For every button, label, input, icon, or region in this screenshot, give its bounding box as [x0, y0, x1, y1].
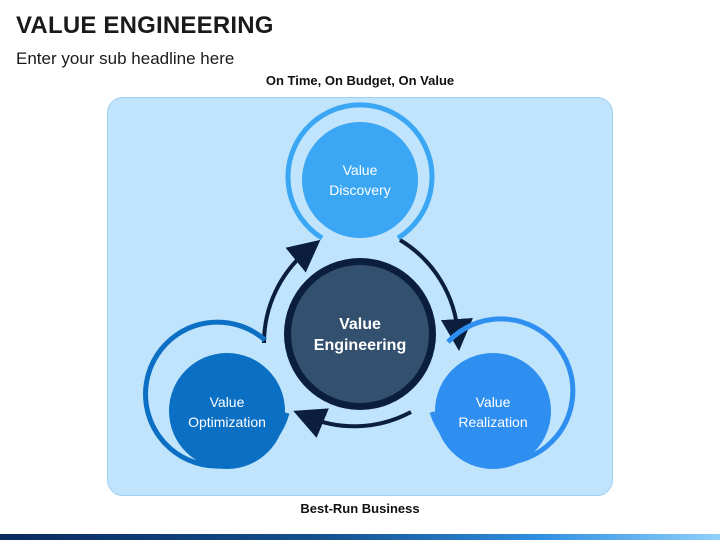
- optimization-circle: [169, 353, 285, 469]
- arrow-discovery-to-realization: [398, 238, 473, 351]
- optimization-label-line2: Optimization: [188, 414, 266, 430]
- page-title: VALUE ENGINEERING: [16, 12, 274, 39]
- realization-label-line1: Value: [476, 394, 511, 410]
- discovery-label-line1: Value: [343, 162, 378, 178]
- top-caption: On Time, On Budget, On Value: [265, 73, 455, 88]
- footer-gradient-bar: [0, 534, 720, 540]
- node-value-discovery: Value Discovery: [285, 102, 435, 241]
- arrow-realization-to-optimization: [293, 408, 412, 438]
- center-circle: [291, 265, 429, 403]
- page-subtitle: Enter your sub headline here: [16, 49, 235, 68]
- center-label-line2: Engineering: [314, 337, 406, 354]
- optimization-label-line1: Value: [210, 394, 245, 410]
- discovery-label-line2: Discovery: [329, 182, 390, 198]
- realization-label-line2: Realization: [458, 414, 527, 430]
- node-value-optimization: Value Optimization: [143, 319, 290, 469]
- node-value-realization: Value Realization: [429, 316, 576, 469]
- node-value-engineering-center: Value Engineering: [284, 258, 436, 410]
- bottom-caption: Best-Run Business: [300, 501, 420, 516]
- discovery-circle: [302, 122, 418, 238]
- realization-circle: [435, 353, 551, 469]
- discovery-ring: [285, 102, 435, 241]
- arrow-optimization-to-discovery: [261, 239, 321, 344]
- center-label-line1: Value: [339, 316, 381, 333]
